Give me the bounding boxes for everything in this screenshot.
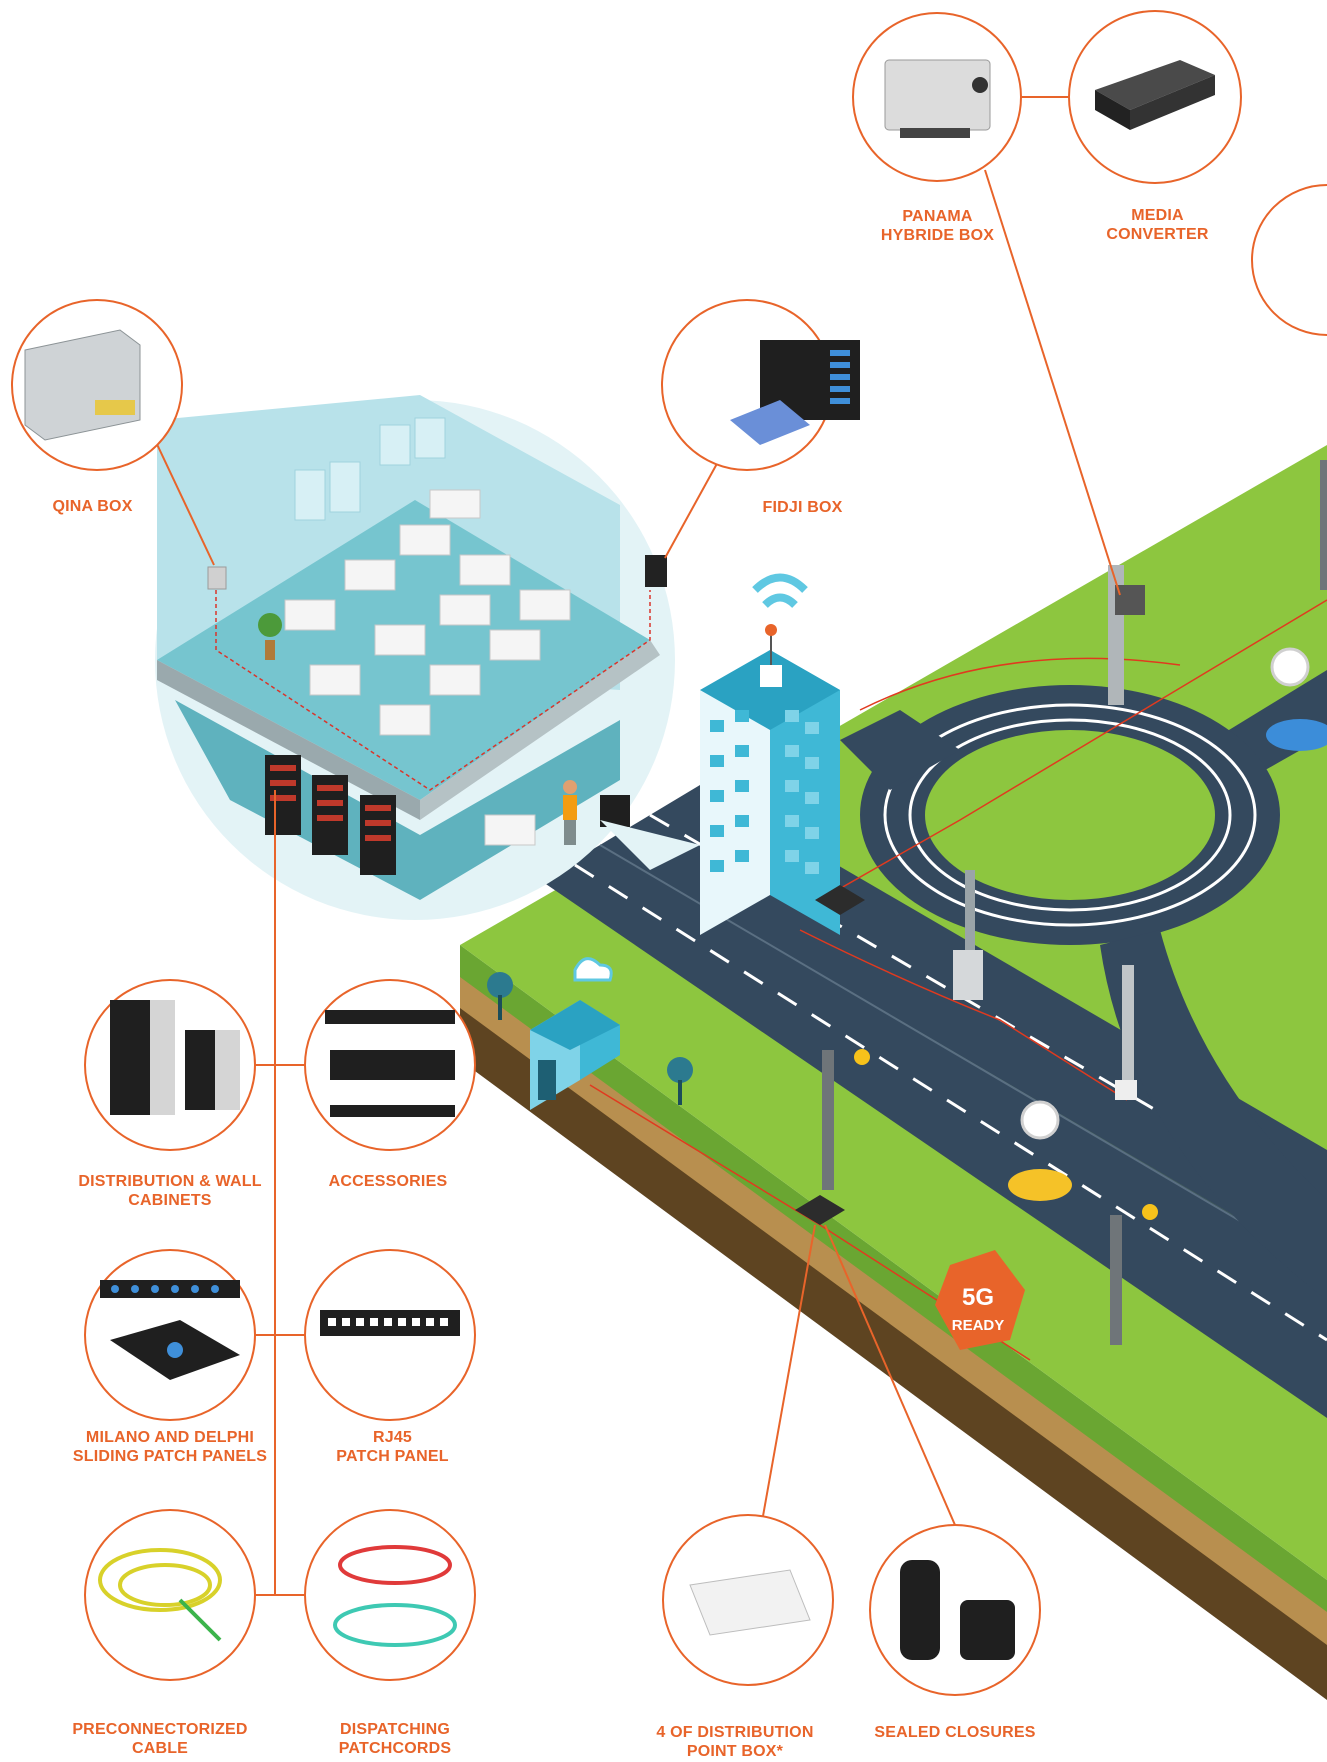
precon-label-line2: CABLE: [131, 1740, 189, 1757]
fidji-box-icon: [730, 340, 860, 445]
roads: [540, 670, 1327, 1418]
dispatch-label-line1: DISPATCHING: [339, 1721, 451, 1738]
preconnectorized-cable-label: PRECONNECTORIZED CABLE: [55, 1720, 265, 1758]
trees: [487, 972, 693, 1105]
accessories-label: ACCESSORIES: [318, 1172, 458, 1191]
sealed-closures-icon: [900, 1560, 1015, 1660]
precon-label-line1: PRECONNECTORIZED: [72, 1721, 248, 1738]
cabinets-label-line1: DISTRIBUTION & WALL: [78, 1173, 262, 1190]
rj45-patch-panel-icon: [320, 1310, 460, 1336]
dp-label-line1: 4 OF DISTRIBUTION: [656, 1724, 814, 1741]
rj45-label-line2: PATCH PANEL: [336, 1448, 449, 1465]
qina-label-line1: QINA BOX: [52, 498, 133, 515]
distribution-cabinets-icon: [110, 1000, 240, 1115]
accessories-label-line1: ACCESSORIES: [328, 1173, 448, 1190]
fidji-label-line1: FIDJI BOX: [762, 499, 843, 516]
sealed-label-line1: SEALED CLOSURES: [874, 1724, 1036, 1741]
media-label-line1: MEDIA: [1131, 207, 1184, 224]
media-label-line2: CONVERTER: [1106, 226, 1209, 243]
dp-label-line2: POINT BOX*: [686, 1743, 784, 1760]
dispatch-label-line2: PATCHCORDS: [338, 1740, 452, 1757]
preconnectorized-cable-icon: [98, 1548, 222, 1642]
milano-label-line2: SLIDING PATCH PANELS: [72, 1448, 268, 1465]
dispatching-patchcords-icon: [333, 1545, 457, 1647]
distribution-point-box-label: 4 OF DISTRIBUTION POINT BOX*: [635, 1723, 835, 1761]
milano-label-line1: MILANO AND DELPHI: [85, 1429, 255, 1446]
street-poles: [822, 460, 1327, 1345]
cars: [1008, 719, 1327, 1201]
panama-hybride-box-label: PANAMA HYBRIDE BOX: [850, 207, 1025, 245]
sliding-patch-panels-label: MILANO AND DELPHI SLIDING PATCH PANELS: [50, 1428, 290, 1466]
cabinets-label-line2: CABINETS: [128, 1192, 212, 1209]
office-room-callout: [155, 395, 700, 920]
small-building: [530, 957, 620, 1110]
accessories-icon: [325, 1010, 455, 1117]
sealed-closures-label: SEALED CLOSURES: [860, 1723, 1050, 1742]
qina-box-label: QINA BOX: [20, 497, 165, 516]
distribution-point-box-icon: [689, 1569, 811, 1636]
rj45-label-line1: RJ45: [372, 1429, 413, 1446]
5g-ready-badge: 5G READY: [935, 1250, 1025, 1350]
fidji-box-label: FIDJI BOX: [735, 498, 870, 517]
panama-label-line1: PANAMA: [902, 208, 973, 225]
panama-hybride-box-icon: [884, 59, 991, 138]
sliding-patch-panel-icon: [100, 1280, 240, 1380]
qina-box-icon: [24, 329, 141, 441]
rj45-patch-panel-label: RJ45 PATCH PANEL: [320, 1428, 465, 1466]
badge-ready-text: READY: [952, 1317, 1005, 1334]
distribution-cabinets-label: DISTRIBUTION & WALL CABINETS: [60, 1172, 280, 1210]
tall-office-building: [700, 573, 840, 935]
media-converter-label: MEDIA CONVERTER: [1075, 206, 1240, 244]
dispatching-patchcords-label: DISPATCHING PATCHCORDS: [320, 1720, 470, 1758]
badge-5g-text: 5G: [962, 1284, 994, 1311]
wifi-signals: [1020, 647, 1310, 1140]
panama-label-line2: HYBRIDE BOX: [880, 227, 995, 244]
media-converter-icon: [1095, 60, 1215, 130]
